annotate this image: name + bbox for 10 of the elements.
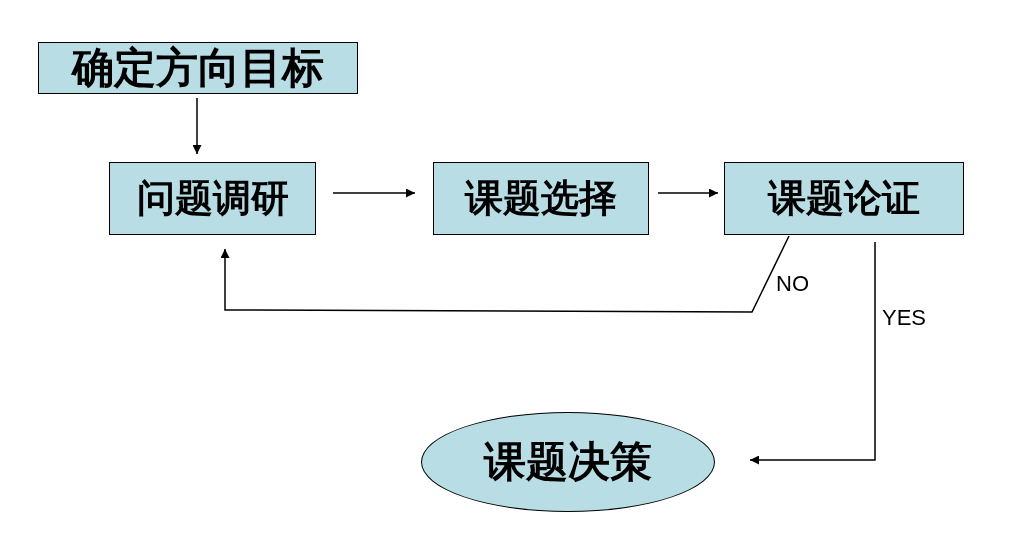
process-box: 课题选择: [433, 162, 649, 235]
arrow: [657, 188, 719, 198]
process-box: 确定方向目标: [38, 42, 358, 94]
arrow: [220, 235, 790, 313]
arrow: [332, 188, 416, 198]
arrow: [192, 97, 202, 155]
process-box: 问题调研: [109, 162, 316, 235]
terminal-ellipse: 课题决策: [421, 412, 715, 512]
arrow: [749, 241, 876, 465]
process-box: 课题论证: [724, 162, 964, 235]
